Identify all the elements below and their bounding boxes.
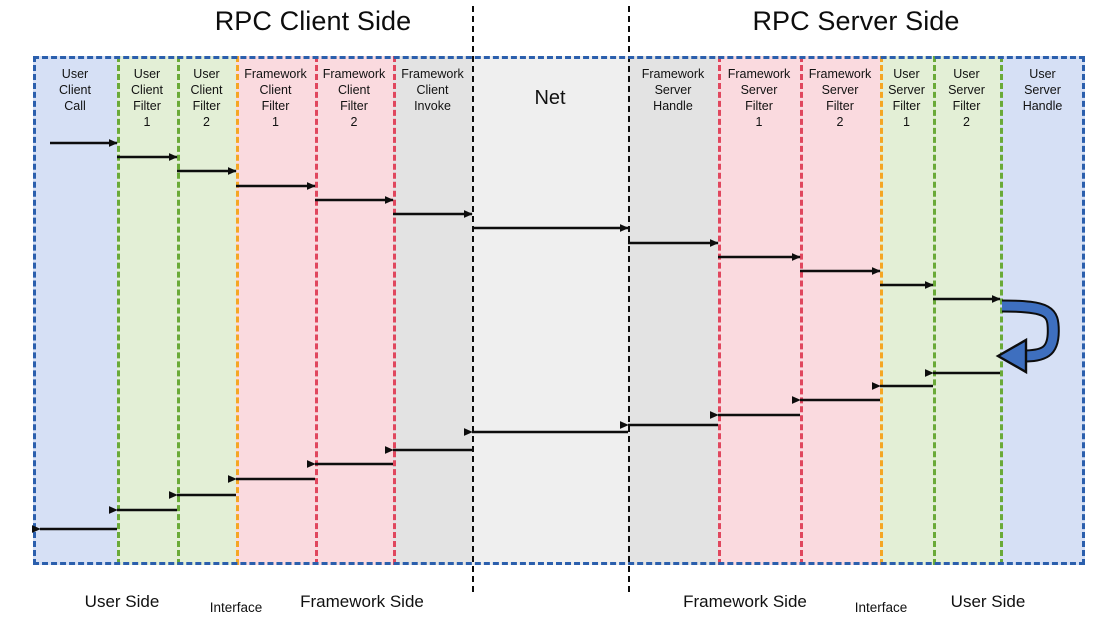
divider-orange-left (236, 56, 239, 565)
bottom-framework-side-left: Framework Side (300, 592, 424, 611)
lane-framework-server-filter-2: Framework Server Filter 2 (800, 56, 880, 565)
lane-label-user-client-filter-2: User Client Filter 2 (190, 67, 223, 129)
lane-label-user-client-call: User Client Call (59, 67, 91, 113)
divider-green-3 (933, 56, 936, 565)
lane-label-user-server-handle: User Server Handle (1022, 67, 1063, 113)
lane-framework-server-handle: Framework Server Handle (628, 56, 718, 565)
lane-net: Net (472, 56, 628, 565)
lane-label-framework-client-filter-2: Framework Client Filter 2 (322, 67, 386, 129)
lane-label-net: Net (534, 87, 566, 109)
lane-label-framework-server-filter-2: Framework Server Filter 2 (808, 67, 872, 129)
black-divider-left (472, 6, 474, 592)
lane-label-user-server-filter-2: User Server Filter 2 (948, 67, 985, 129)
lane-label-framework-client-filter-1: Framework Client Filter 1 (244, 67, 307, 129)
divider-orange-right (880, 56, 883, 565)
divider-red-2 (393, 56, 396, 565)
bottom-interface-left: Interface (209, 600, 263, 615)
divider-red-1 (315, 56, 318, 565)
lane-user-server-filter-1: User Server Filter 1 (880, 56, 933, 565)
lane-label-user-client-filter-1: User Client Filter 1 (131, 67, 163, 129)
lane-label-framework-server-handle: Framework Server Handle (641, 67, 705, 113)
divider-green-2 (177, 56, 180, 565)
lane-label-user-server-filter-1: User Server Filter 1 (888, 67, 925, 129)
divider-red-4 (800, 56, 803, 565)
lane-framework-client-filter-2: Framework Client Filter 2 (315, 56, 393, 565)
bottom-framework-side-right: Framework Side (683, 592, 807, 611)
black-divider-right (628, 6, 630, 592)
page-title-client: RPC Client Side (214, 6, 412, 36)
divider-red-3 (718, 56, 721, 565)
bottom-interface-right: Interface (854, 600, 908, 615)
page-title-server: RPC Server Side (752, 6, 960, 36)
lane-user-client-call: User Client Call (33, 56, 117, 565)
lane-label-framework-server-filter-1: Framework Server Filter 1 (727, 67, 791, 129)
bottom-user-side-right: User Side (950, 592, 1026, 611)
lane-framework-client-invoke: Framework Client Invoke (393, 56, 472, 565)
loopback-arrow-head (995, 337, 1028, 375)
loopback-arc (1001, 301, 1058, 361)
lane-user-client-filter-2: User Client Filter 2 (177, 56, 236, 565)
lane-framework-server-filter-1: Framework Server Filter 1 (718, 56, 800, 565)
divider-green-1 (117, 56, 120, 565)
divider-green-4 (1000, 56, 1003, 565)
lane-user-server-filter-2: User Server Filter 2 (933, 56, 1000, 565)
bottom-user-side-left: User Side (84, 592, 160, 611)
lane-user-client-filter-1: User Client Filter 1 (117, 56, 177, 565)
lane-label-framework-client-invoke: Framework Client Invoke (401, 67, 464, 113)
